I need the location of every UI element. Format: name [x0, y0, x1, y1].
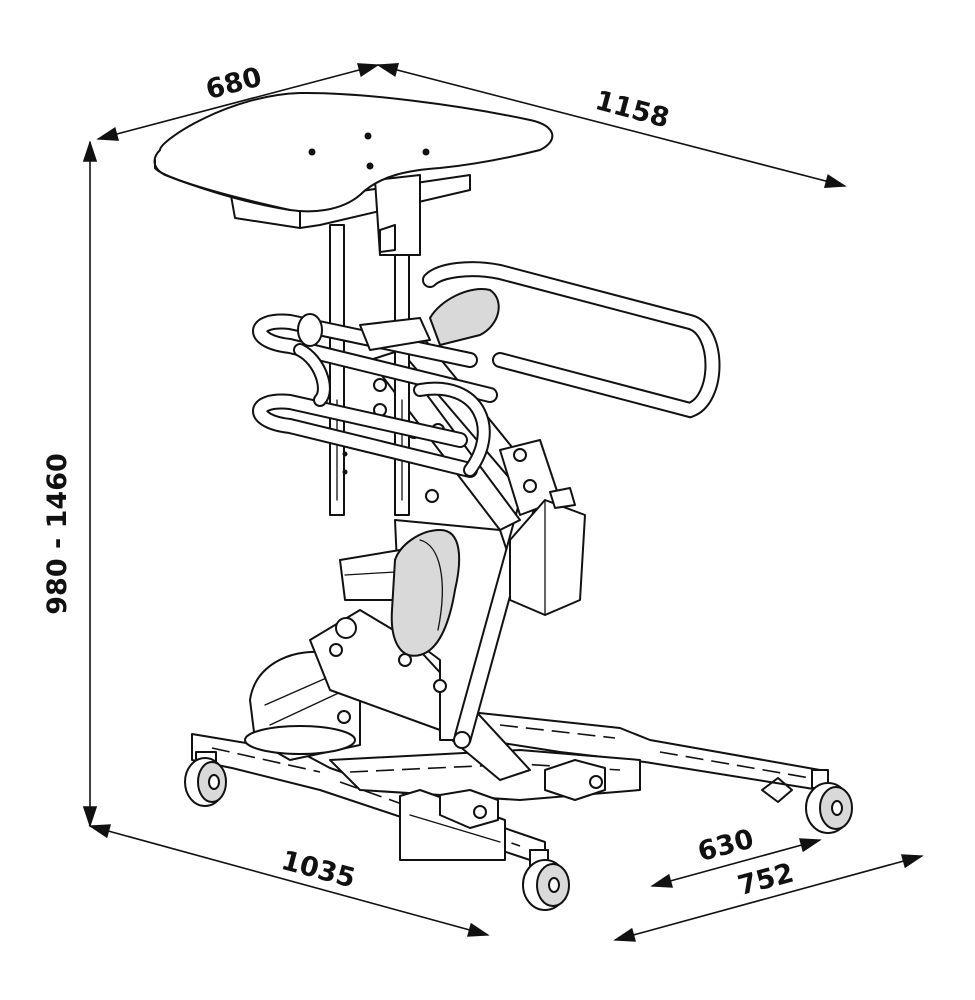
dim-label-1035: 1035 — [278, 845, 359, 894]
dim-label-752: 752 — [735, 858, 797, 903]
dim-line-1035 — [88, 824, 490, 937]
dim-label-630: 630 — [695, 824, 757, 869]
knee-support — [335, 529, 461, 657]
tray-table — [153, 91, 554, 256]
base-frame — [191, 711, 821, 866]
dim-line-1158 — [376, 62, 847, 189]
dimension-lines — [82, 62, 924, 942]
castor-front-right — [522, 849, 570, 911]
battery-box — [509, 487, 586, 616]
castor-rear-right — [805, 769, 853, 834]
dim-line-680 — [96, 63, 380, 141]
dim-line-752 — [613, 854, 924, 942]
dim-label-1158: 1158 — [592, 85, 673, 134]
castor-front-left — [184, 751, 227, 807]
hip-support-bars — [252, 261, 721, 478]
dim-label-height: 980 - 1460 — [42, 453, 73, 615]
